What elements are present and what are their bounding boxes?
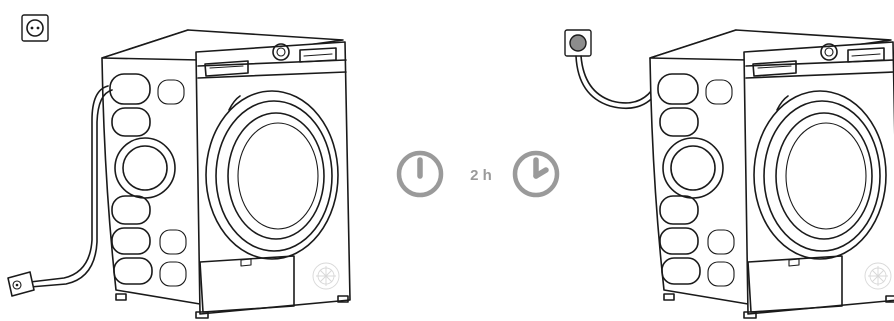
dryer-plugged-in [649, 29, 894, 319]
socket-box-icon [21, 14, 49, 42]
clock-elapsed-icon [512, 150, 560, 198]
power-cable-connected [575, 55, 657, 110]
watermark-emblem [864, 262, 892, 290]
watermark-emblem [312, 262, 340, 290]
duration-label: 2 h [470, 167, 492, 184]
wall-socket-icon [564, 29, 592, 57]
power-cable [29, 85, 113, 288]
clock-start-icon [396, 150, 444, 198]
power-plug-icon [7, 271, 35, 297]
